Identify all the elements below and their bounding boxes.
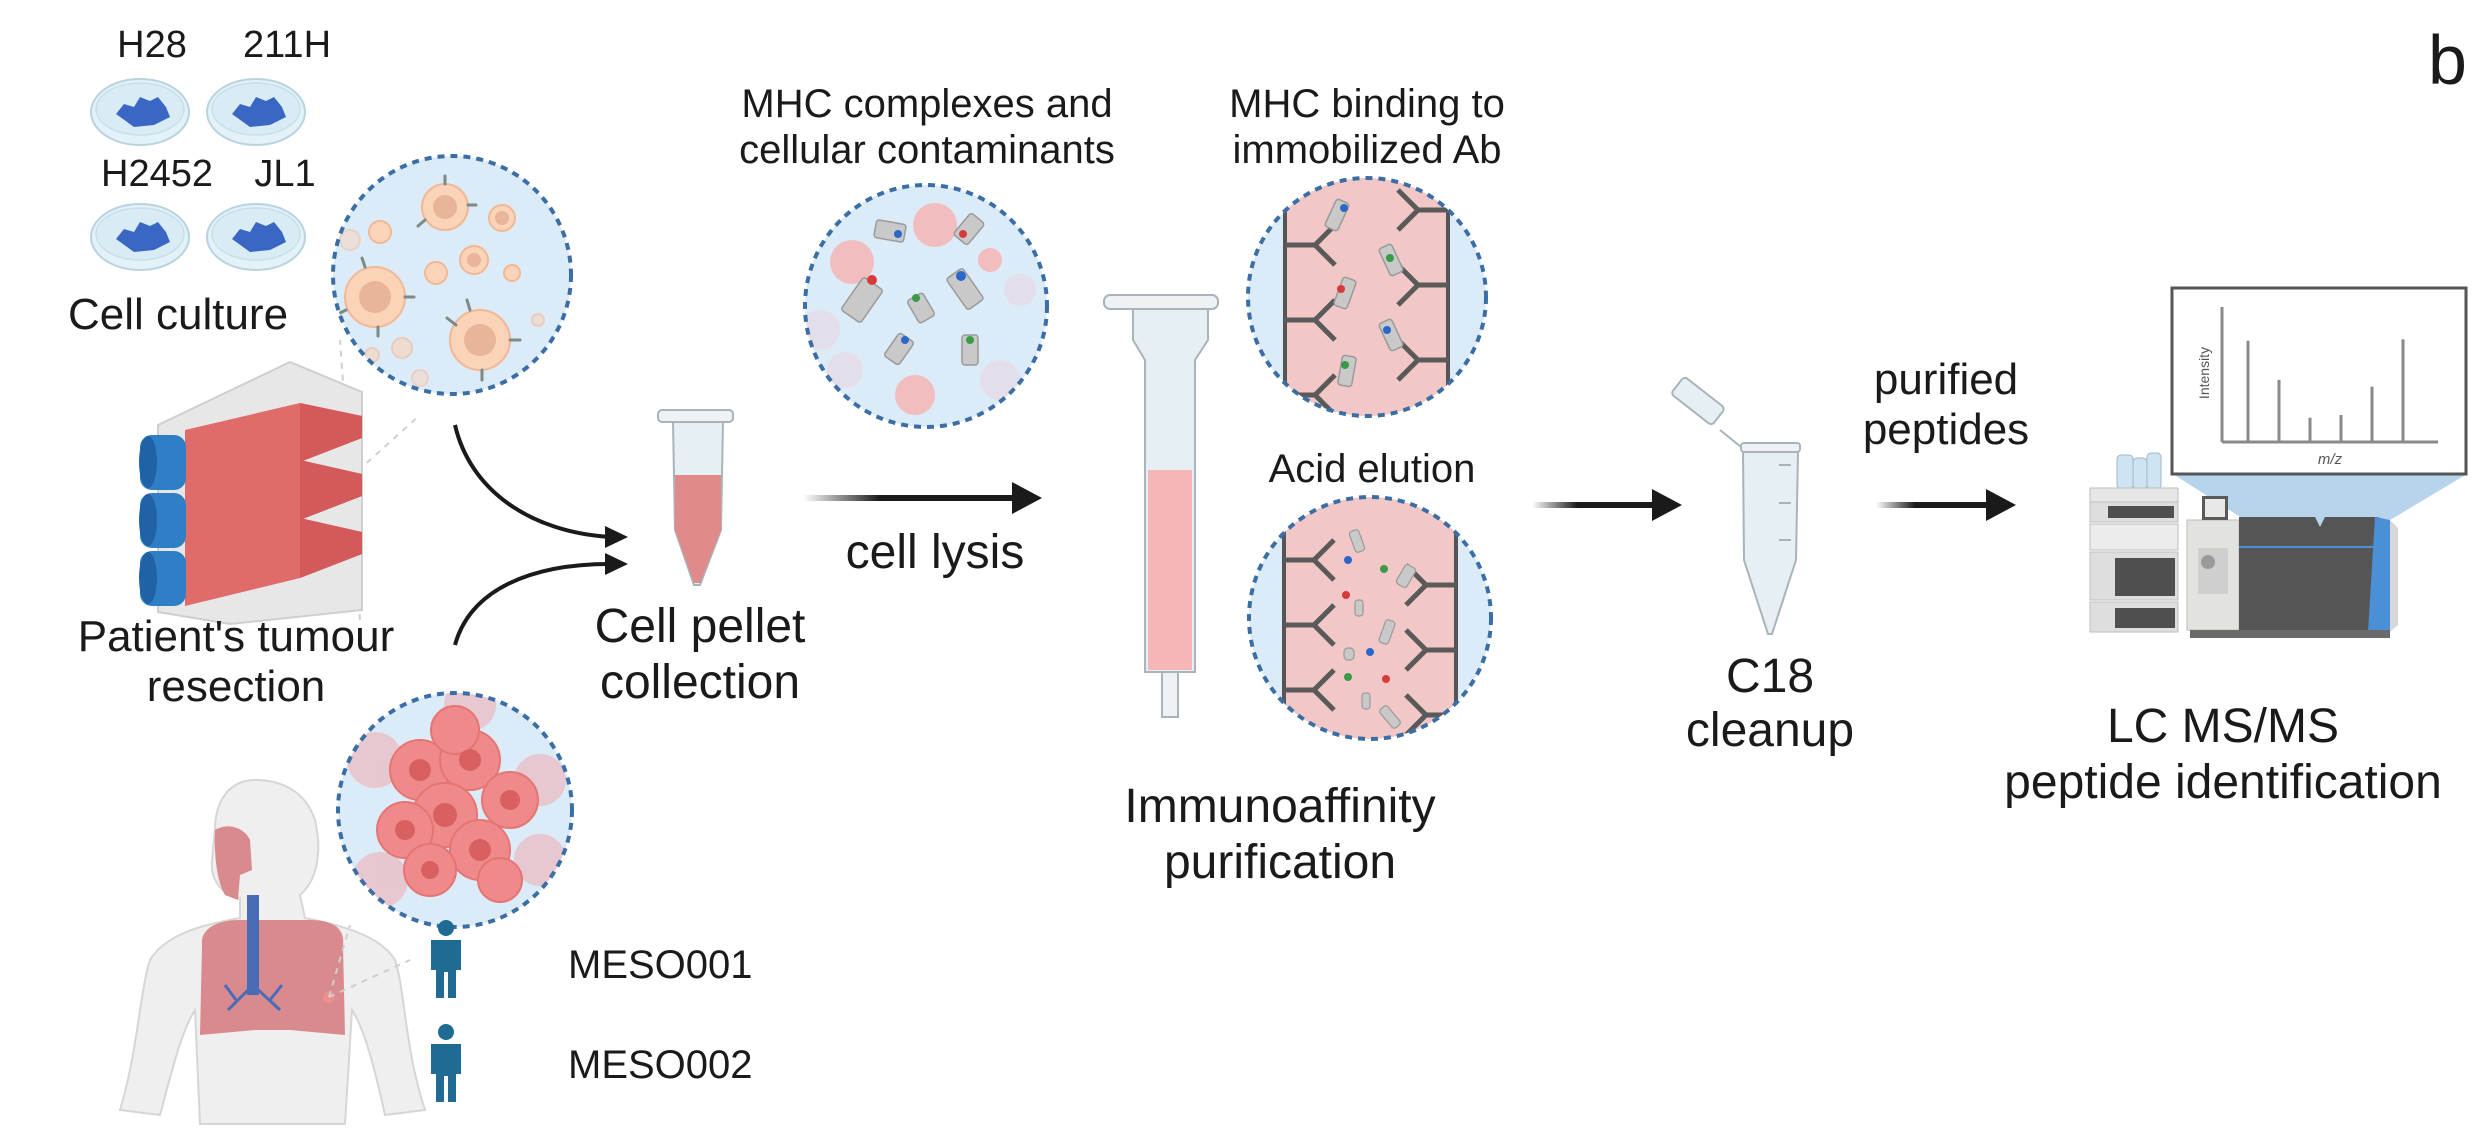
cell-line-label: JL1 (254, 153, 316, 195)
spin-column-icon (1103, 294, 1219, 718)
tumour-label-line1: Patient's tumour (77, 612, 395, 661)
patient-label: MESO001 (568, 943, 753, 987)
cell-line-label: H2452 (101, 153, 213, 195)
acid-elution-circle (1247, 495, 1493, 741)
cell-line-label: H28 (117, 24, 187, 66)
panel-label: b (2428, 21, 2467, 99)
purified-peptides-label-line1: purified (1873, 355, 2019, 404)
spectrum-y-label: Intensity (2196, 347, 2212, 399)
to-lcms-arrow (1876, 489, 2016, 521)
spectrum-x-label: m/z (2318, 451, 2343, 468)
mhc-binding-label-line1: MHC binding to (1229, 82, 1505, 126)
mass-spectrum-inset: Intensity m/z (2170, 286, 2468, 476)
immunoaffinity-label-line2: purification (1163, 836, 1397, 889)
person-icon (431, 920, 461, 998)
immunoaffinity-label-line1: Immunoaffinity (1124, 780, 1436, 833)
lc-instrument-icon (2089, 452, 2179, 633)
purified-peptides-label-line2: peptides (1862, 405, 2030, 454)
antibody-binding-circle (1246, 176, 1488, 418)
pellet-label-line1: Cell pellet (594, 600, 806, 653)
cell-culture-label: Cell culture (67, 290, 289, 339)
arrowhead-icon (1012, 482, 1042, 514)
culture-flasks-icon (139, 360, 363, 626)
c18-tube-icon (1671, 376, 1801, 635)
tumour-label-line2: resection (146, 662, 326, 711)
arrowhead-icon (1986, 489, 2016, 521)
lcms-label-line1: LC MS/MS (2106, 700, 2340, 753)
cell-lysis-label: cell lysis (845, 526, 1025, 579)
petri-dish-icon (90, 78, 190, 146)
mass-spectrometer-icon (2173, 474, 2467, 638)
lysate-magnified-circle (803, 183, 1049, 429)
lysis-arrow (803, 482, 1042, 514)
petri-dish-icon (90, 203, 190, 271)
to-c18-arrow (1532, 489, 1682, 521)
arrowhead-icon (1652, 489, 1682, 521)
converging-arrows (453, 424, 611, 646)
cell-culture-magnified-circle (331, 154, 573, 621)
petri-dish-icon (206, 78, 306, 146)
c18-label-line2: cleanup (1685, 704, 1855, 757)
pellet-label-line2: collection (599, 656, 801, 709)
person-icon (431, 1024, 461, 1102)
mhc-complexes-label-line2: cellular contaminants (739, 128, 1115, 172)
pellet-tube-icon (657, 409, 734, 586)
mhc-binding-label-line2: immobilized Ab (1232, 128, 1502, 172)
c18-label-line1: C18 (1725, 650, 1815, 703)
human-body-icon (118, 778, 427, 1125)
mhc-complexes-label-line1: MHC complexes and (741, 82, 1113, 126)
lcms-label-line2: peptide identification (2004, 756, 2442, 809)
tumour-magnified-circle (336, 691, 574, 929)
cell-line-label: 211H (242, 24, 332, 66)
petri-dish-icon (206, 203, 306, 271)
arrowhead-icon (605, 553, 628, 575)
acid-elution-label: Acid elution (1268, 447, 1476, 491)
petri-dishes (90, 78, 306, 271)
arrowhead-icon (605, 526, 628, 548)
patient-label: MESO002 (568, 1043, 753, 1087)
